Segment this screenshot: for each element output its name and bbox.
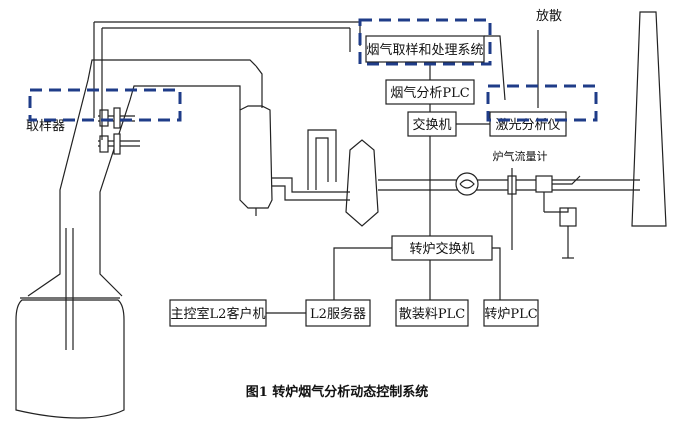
vent-label: 放散: [536, 9, 562, 24]
gas-pipeline: [378, 168, 640, 259]
converter-vessel: [15, 228, 125, 419]
converter-plc-label: 转炉PLC: [484, 307, 537, 322]
l2-server-label: L2服务器: [310, 306, 366, 322]
flue-gas-sampling-box: [365, 35, 485, 63]
laser-analyzer-box: [489, 111, 567, 137]
main-control-client-label: 主控室L2客户机: [171, 306, 266, 322]
converter-switch-label: 转炉交换机: [409, 241, 474, 257]
chimney: [631, 11, 667, 227]
flue-duct: [59, 59, 379, 234]
l2-server-box: [305, 299, 371, 327]
main-control-client-box: [169, 299, 267, 327]
converter-plc-box: [483, 299, 539, 327]
laser-analyzer-highlight: [486, 84, 598, 122]
flue-gas-sampling-label: 烟气取样和处理系统: [366, 42, 483, 58]
flue-gas-plc-box: [385, 79, 475, 105]
switch-box: [407, 111, 457, 137]
sampling-system-highlight: [358, 18, 492, 66]
switch-label: 交换机: [412, 117, 451, 133]
bulk-material-plc-label: 散装料PLC: [399, 307, 465, 322]
sampler-label: 取样器: [26, 119, 65, 134]
bulk-material-plc-box: [395, 299, 469, 327]
flue-gas-plc-label: 烟气分析PLC: [390, 85, 469, 101]
control-system: 烟气取样和处理系统 烟气分析PLC 交换机 激光分析仪 转炉交换机 主控室L2客…: [169, 35, 567, 327]
furnace-flowmeter-label: 炉气流量计: [493, 149, 548, 163]
laser-analyzer-label: 激光分析仪: [495, 118, 560, 133]
figure-caption: 图1 转炉烟气分析动态控制系统: [246, 384, 429, 400]
sampler-highlight: [28, 88, 182, 122]
sampler-probes: [98, 107, 140, 155]
fan-icon: [455, 172, 479, 196]
